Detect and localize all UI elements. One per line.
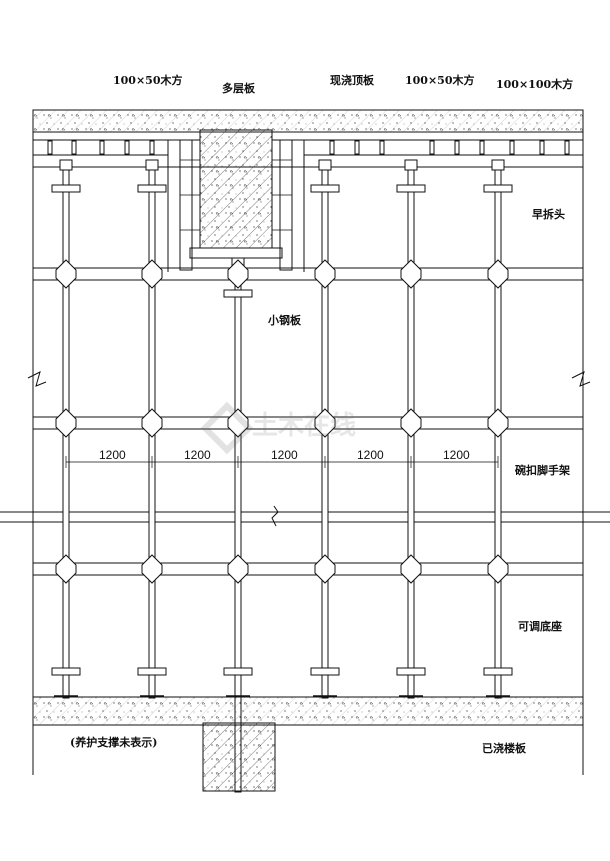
top-bracket bbox=[404, 159, 418, 171]
adjustable-base bbox=[310, 667, 340, 676]
cuplock-node bbox=[400, 408, 422, 438]
joist-section bbox=[454, 140, 460, 155]
adjustable-base bbox=[396, 667, 426, 676]
cuplock-node bbox=[141, 259, 163, 289]
adjustable-base bbox=[223, 667, 253, 676]
break-mark-right bbox=[571, 371, 591, 387]
joist-section bbox=[539, 140, 545, 155]
cuplock-node bbox=[141, 408, 163, 438]
label-timber-100x50-right: 100×50木方 bbox=[405, 73, 475, 87]
cuplock-node bbox=[55, 554, 77, 584]
dimension-label-3: 1200 bbox=[271, 448, 298, 462]
joist-section bbox=[47, 140, 53, 155]
label-support-note: (养护支撑未表示) bbox=[70, 735, 157, 749]
cuplock-node bbox=[227, 554, 249, 584]
watermark-text: 土木在线 bbox=[252, 411, 356, 441]
label-early-strip-head: 早拆头 bbox=[532, 207, 565, 221]
timber-joists bbox=[33, 139, 583, 168]
joist-section bbox=[99, 140, 105, 155]
top-bracket bbox=[491, 159, 505, 171]
label-slab-formwork: 现浇顶板 bbox=[330, 73, 375, 87]
dimension-label-2: 1200 bbox=[184, 448, 211, 462]
joist-section bbox=[354, 140, 360, 155]
cuplock-node bbox=[487, 408, 509, 438]
cuplock-node bbox=[55, 408, 77, 438]
small-steel-plate bbox=[223, 289, 253, 298]
top-bracket bbox=[59, 159, 73, 171]
early-strip-head bbox=[137, 184, 167, 193]
label-adjustable-base: 可调底座 bbox=[518, 619, 562, 633]
early-strip-head bbox=[396, 184, 426, 193]
early-strip-head bbox=[310, 184, 340, 193]
joist-section bbox=[71, 140, 77, 155]
joist-section bbox=[149, 140, 155, 155]
label-plywood: 多层板 bbox=[222, 81, 256, 95]
cuplock-node bbox=[487, 259, 509, 289]
dimension-label-4: 1200 bbox=[357, 448, 384, 462]
joist-ticks bbox=[47, 140, 570, 155]
cuplock-node bbox=[55, 259, 77, 289]
label-timber-100x100: 100×100木方 bbox=[496, 77, 573, 91]
cuplock-node bbox=[141, 554, 163, 584]
dimension-label-1: 1200 bbox=[99, 448, 126, 462]
bottom-slab bbox=[32, 696, 584, 792]
top-bracket bbox=[318, 159, 332, 171]
joist-section bbox=[564, 140, 570, 155]
dimension-label-5: 1200 bbox=[443, 448, 470, 462]
label-small-steel-plate: 小钢板 bbox=[267, 313, 302, 327]
joist-section bbox=[124, 140, 130, 155]
label-timber-100x50-left: 100×50木方 bbox=[113, 73, 183, 87]
cuplock-node bbox=[314, 259, 336, 289]
label-scaffold: 碗扣脚手架 bbox=[515, 463, 570, 477]
concrete-beam bbox=[199, 129, 273, 249]
cuplock-node bbox=[400, 554, 422, 584]
early-strip-head bbox=[483, 184, 513, 193]
cuplock-node bbox=[487, 554, 509, 584]
scaffold-posts bbox=[51, 159, 513, 793]
early-strip-head bbox=[51, 184, 81, 193]
watermark-logo: 土木在线 bbox=[200, 401, 356, 455]
break-mark-center bbox=[271, 505, 279, 527]
joist-section bbox=[429, 140, 435, 155]
top-slab bbox=[32, 109, 584, 133]
cuplock-node bbox=[314, 554, 336, 584]
joist-section bbox=[329, 140, 335, 155]
dimension-line bbox=[65, 456, 499, 468]
cuplock-node bbox=[227, 259, 249, 289]
adjustable-base bbox=[483, 667, 513, 676]
label-poured-floor: 已浇楼板 bbox=[482, 741, 527, 755]
top-bracket bbox=[145, 159, 159, 171]
cuplock-node bbox=[314, 408, 336, 438]
joist-section bbox=[479, 140, 485, 155]
joist-section bbox=[509, 140, 515, 155]
adjustable-base bbox=[51, 667, 81, 676]
cuplock-node bbox=[227, 408, 249, 438]
cuplock-node bbox=[400, 259, 422, 289]
joist-section bbox=[379, 140, 385, 155]
adjustable-base bbox=[137, 667, 167, 676]
break-mark-left bbox=[27, 371, 47, 387]
